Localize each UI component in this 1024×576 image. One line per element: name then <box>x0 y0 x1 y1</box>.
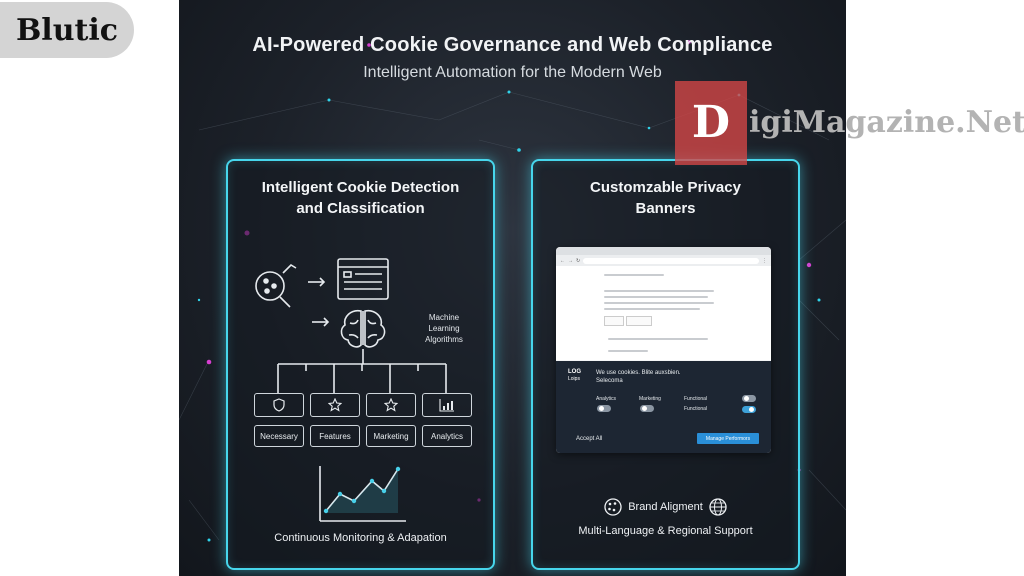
ml-line1: Machine <box>428 313 460 322</box>
banner-title-line1: Customzable Privacy <box>590 179 741 196</box>
banner-message-line2: Selecoma <box>596 378 623 384</box>
bar-chart-icon <box>439 399 454 412</box>
palette-icon <box>604 498 622 516</box>
category-features: Features <box>310 425 360 447</box>
banner-title-line2: Banners <box>635 200 696 217</box>
banner-message: We use cookies. Blite auxsbien. Selecoma <box>596 369 716 385</box>
brand-logo: Blutic <box>0 2 134 58</box>
reload-icon: ↻ <box>576 257 581 264</box>
url-field <box>583 257 759 264</box>
language-support-label: Multi-Language & Regional Support <box>578 525 753 537</box>
ml-line3: Algorithms <box>425 335 463 344</box>
browser-tab-strip <box>556 247 771 255</box>
page-button-1 <box>604 316 624 326</box>
category-analytics: Analytics <box>422 425 472 447</box>
brand-alignment-label: Brand Aligment <box>628 501 703 513</box>
category-marketing: Marketing <box>366 425 416 447</box>
manage-preferences-button[interactable]: Manage Performors <box>697 433 759 444</box>
forward-icon: → <box>568 257 573 264</box>
detection-card-title: Intelligent Cookie Detection and Classif… <box>228 177 493 219</box>
page-subtitle: Intelligent Automation for the Modern We… <box>363 64 662 81</box>
banner-message-line1: We use cookies. Blite auxsbien. <box>596 370 681 376</box>
browser-address-bar: ← → ↻ ⋮ <box>556 255 771 266</box>
browser-page-content <box>556 266 771 360</box>
marketing-icon-box <box>366 393 416 417</box>
features-icon-box <box>310 393 360 417</box>
watermark-text: igiMagazine.Net <box>749 105 1024 140</box>
detection-card: Intelligent Cookie Detection and Classif… <box>226 159 495 570</box>
functional-toggle[interactable] <box>742 395 756 402</box>
web-page-icon <box>337 258 389 300</box>
banner-card-title: Customzable Privacy Banners <box>533 177 798 219</box>
banner-logo: LOG Loips <box>568 369 581 383</box>
functional-toggle-2[interactable] <box>742 406 756 413</box>
monitoring-chart-icon <box>319 466 406 522</box>
browser-mockup: ← → ↻ ⋮ LOG Loips <box>556 247 771 453</box>
necessary-icon-box <box>254 393 304 417</box>
logo-line2: Loips <box>568 376 580 382</box>
ml-line2: Learning <box>428 324 460 333</box>
toggle-label-functional: Functional <box>684 396 708 402</box>
ml-label: Machine Learning Algorithms <box>416 312 472 345</box>
detection-title-line1: Intelligent Cookie Detection <box>261 179 460 196</box>
toggle-label-functional-2: Functional <box>684 406 708 412</box>
brand-name: Blutic <box>15 12 119 48</box>
marketing-toggle[interactable] <box>640 405 654 412</box>
analytics-toggle[interactable] <box>597 405 611 412</box>
star-icon <box>328 398 342 412</box>
monitoring-label: Continuous Monitoring & Adapation <box>274 532 447 544</box>
banner-card: Customzable Privacy Banners ← → ↻ ⋮ <box>531 159 800 570</box>
detection-diagram <box>255 258 447 522</box>
shield-icon <box>273 398 285 412</box>
watermark-letter: D <box>675 80 747 165</box>
watermark: D igiMagazine.Net <box>675 80 1024 165</box>
brand-alignment-row: Brand Aligment <box>533 498 798 516</box>
cookie-magnifier-icon <box>255 263 297 308</box>
toggle-label-analytics: Analytics <box>596 396 617 402</box>
menu-icon: ⋮ <box>762 257 767 264</box>
logo-line1: LOG <box>568 369 581 375</box>
toggle-label-marketing: Marketing <box>639 396 661 402</box>
page-button-2 <box>626 316 652 326</box>
globe-icon <box>709 498 727 516</box>
category-necessary: Necessary <box>254 425 304 447</box>
page-title: AI-Powered Cookie Governance and Web Com… <box>252 34 773 56</box>
accept-all-button[interactable]: Accept All <box>576 436 603 442</box>
analytics-icon-box <box>422 393 472 417</box>
detection-title-line2: and Classification <box>296 200 425 217</box>
back-icon: ← <box>560 257 565 264</box>
brain-icon <box>340 309 386 348</box>
star-icon <box>384 398 398 412</box>
cookie-banner: LOG Loips We use cookies. Blite auxsbien… <box>556 361 771 453</box>
